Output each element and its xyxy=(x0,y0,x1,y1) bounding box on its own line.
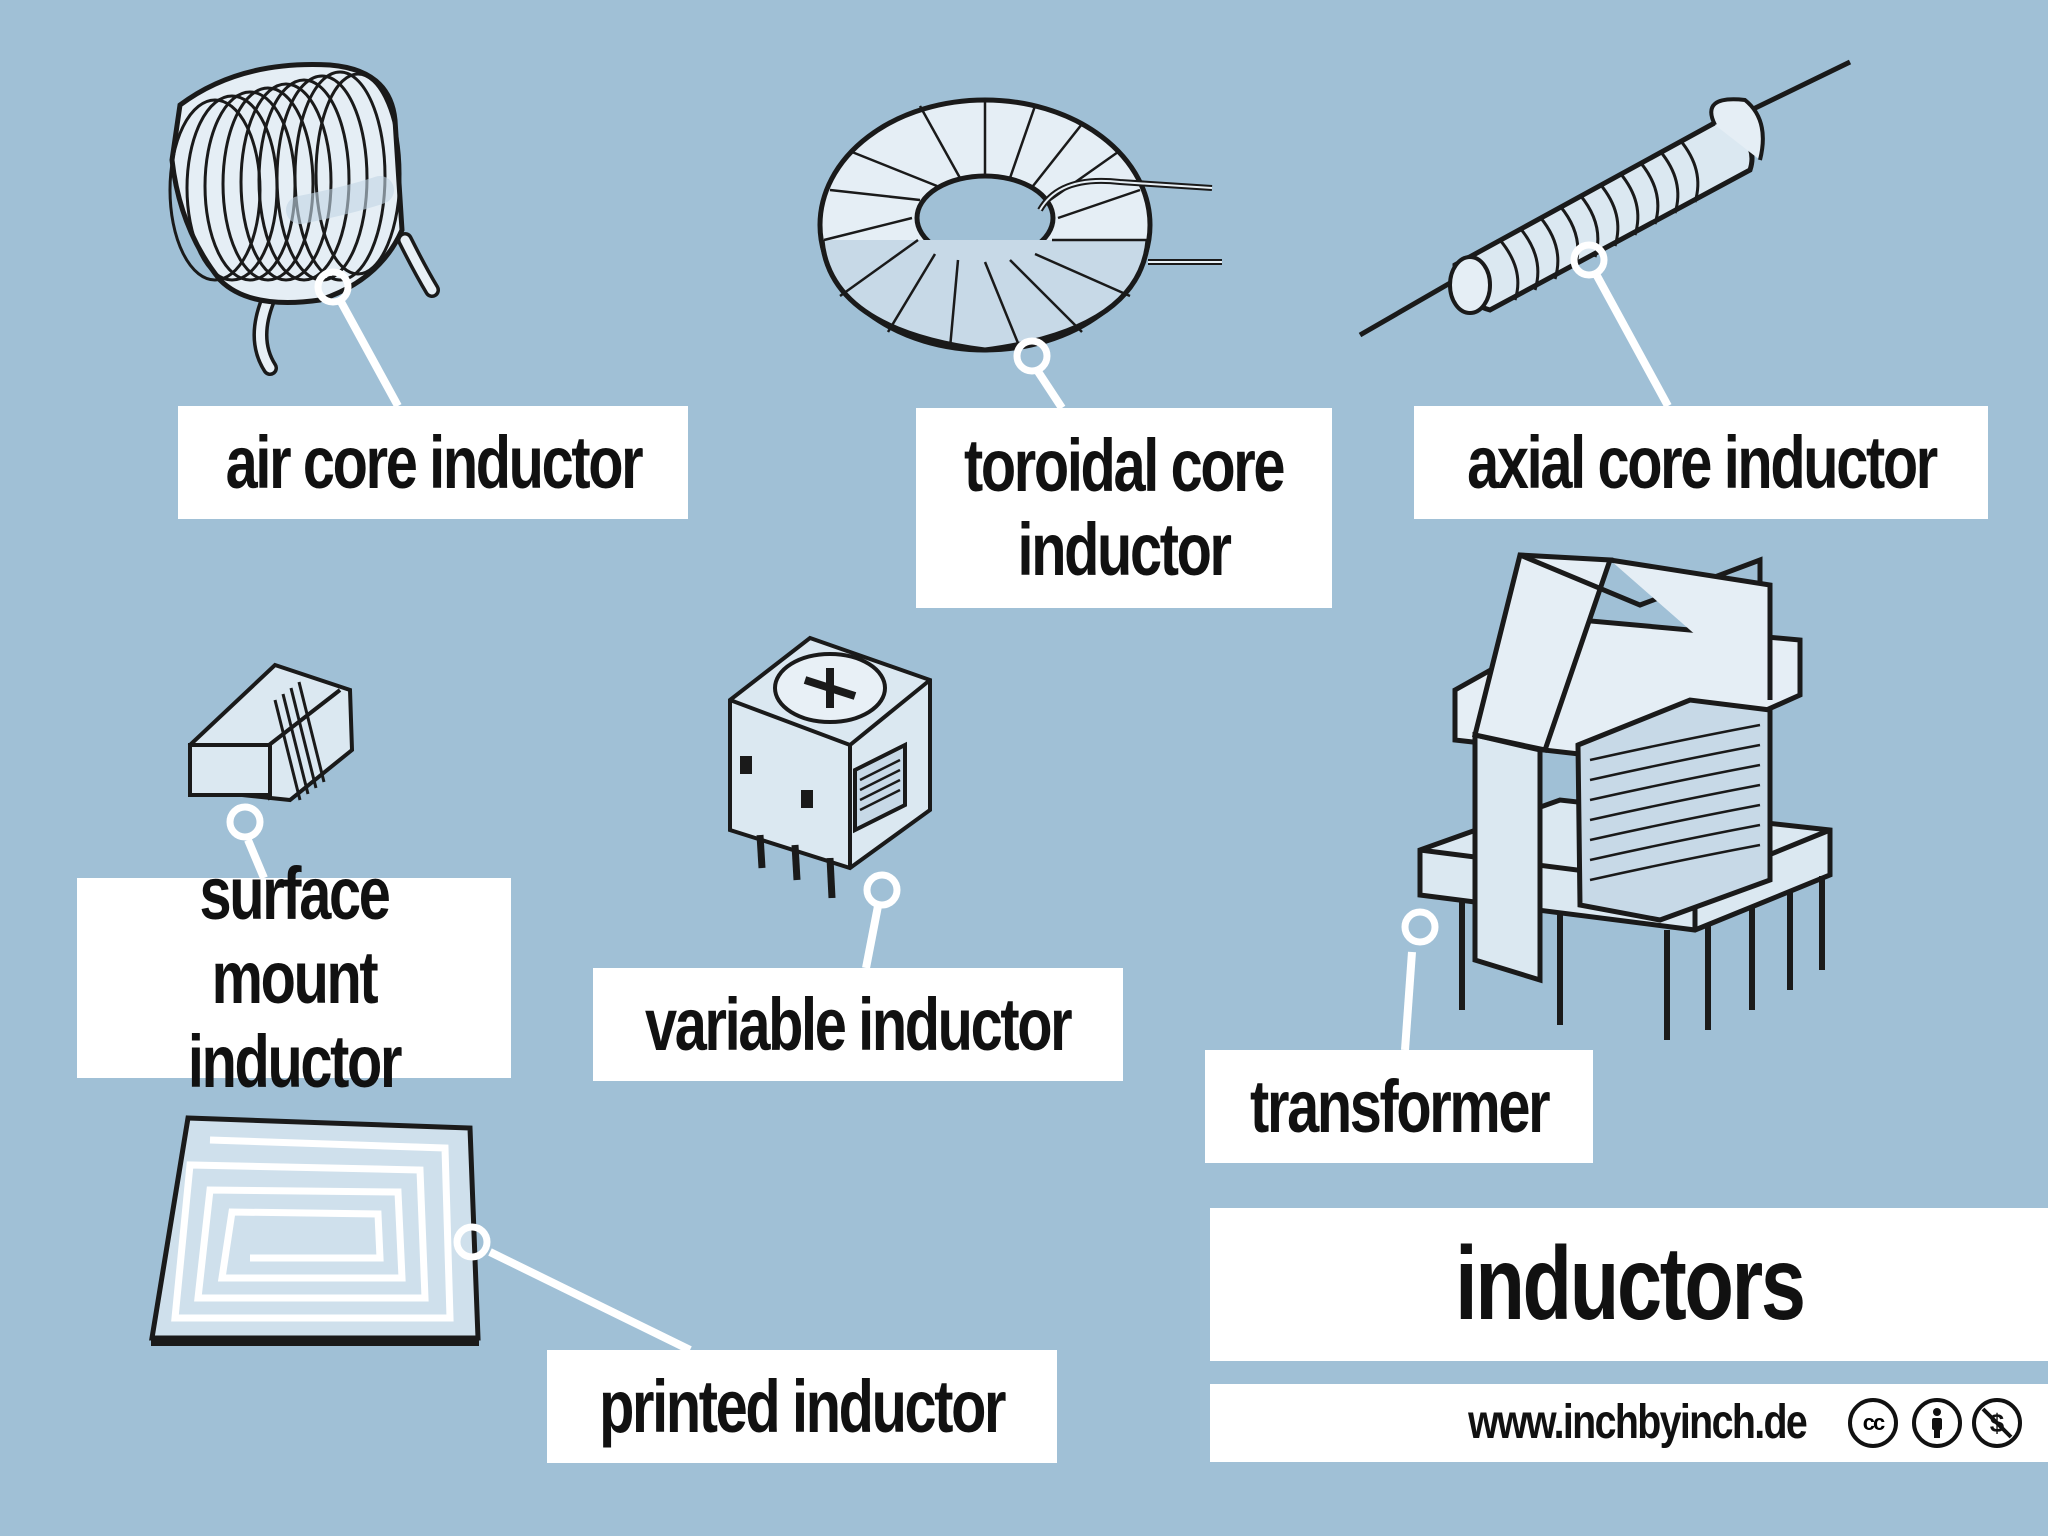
label-transformer: transformer xyxy=(1205,1050,1593,1163)
variable-inductor-drawing xyxy=(728,635,932,899)
label-surface-mount-inductor: surface mount inductor xyxy=(77,852,511,1103)
label-axial-core-inductor-text: axial core inductor xyxy=(1466,421,1938,504)
page-title: inductors xyxy=(1454,1226,1806,1342)
label-surface-mount-line2: inductor xyxy=(187,1020,402,1103)
label-surface-mount-line1: surface mount xyxy=(199,852,391,1019)
label-axial-core-inductor: axial core inductor xyxy=(1414,406,1988,519)
label-transformer-text: transformer xyxy=(1249,1065,1551,1148)
callout-circles xyxy=(226,241,1608,1261)
surface-mount-inductor-drawing xyxy=(187,662,355,803)
axial-core-inductor-drawing xyxy=(1358,59,1852,338)
printed-inductor-drawing xyxy=(149,1115,481,1346)
leader-lines xyxy=(244,272,1672,1354)
axial-marker xyxy=(1570,241,1608,279)
label-printed-inductor: printed inductor xyxy=(547,1350,1057,1463)
transformer-drawing xyxy=(1417,552,1833,1040)
label-variable-inductor-text: variable inductor xyxy=(645,983,1073,1066)
label-air-core-inductor-text: air core inductor xyxy=(225,421,643,504)
label-variable-inductor: variable inductor xyxy=(593,968,1123,1081)
page-title-box: inductors xyxy=(1210,1208,2048,1361)
variable-marker xyxy=(863,871,901,909)
surface-mount-marker xyxy=(226,803,264,841)
label-toroidal-core-inductor: toroidal core inductor xyxy=(916,408,1332,608)
toroidal-core-inductor-drawing xyxy=(817,97,1222,353)
footer-bar xyxy=(1210,1384,2048,1462)
website-link[interactable]: www.inchbyinch.de xyxy=(1452,1392,1822,1452)
non-commercial-icon: $ xyxy=(1972,1398,2022,1448)
label-air-core-inductor: air core inductor xyxy=(178,406,688,519)
air-core-marker xyxy=(314,268,352,306)
creative-commons-icon: cc xyxy=(1848,1398,1898,1448)
label-toroidal-line1: toroidal core xyxy=(964,424,1286,507)
label-printed-inductor-text: printed inductor xyxy=(599,1365,1006,1448)
attribution-icon xyxy=(1912,1398,1962,1448)
label-toroidal-line2: inductor xyxy=(1017,508,1232,591)
printed-marker xyxy=(453,1223,491,1261)
transformer-marker xyxy=(1401,908,1439,946)
air-core-inductor-drawing xyxy=(168,62,440,376)
toroidal-marker xyxy=(1013,337,1051,375)
website-text: www.inchbyinch.de xyxy=(1467,1395,1808,1449)
